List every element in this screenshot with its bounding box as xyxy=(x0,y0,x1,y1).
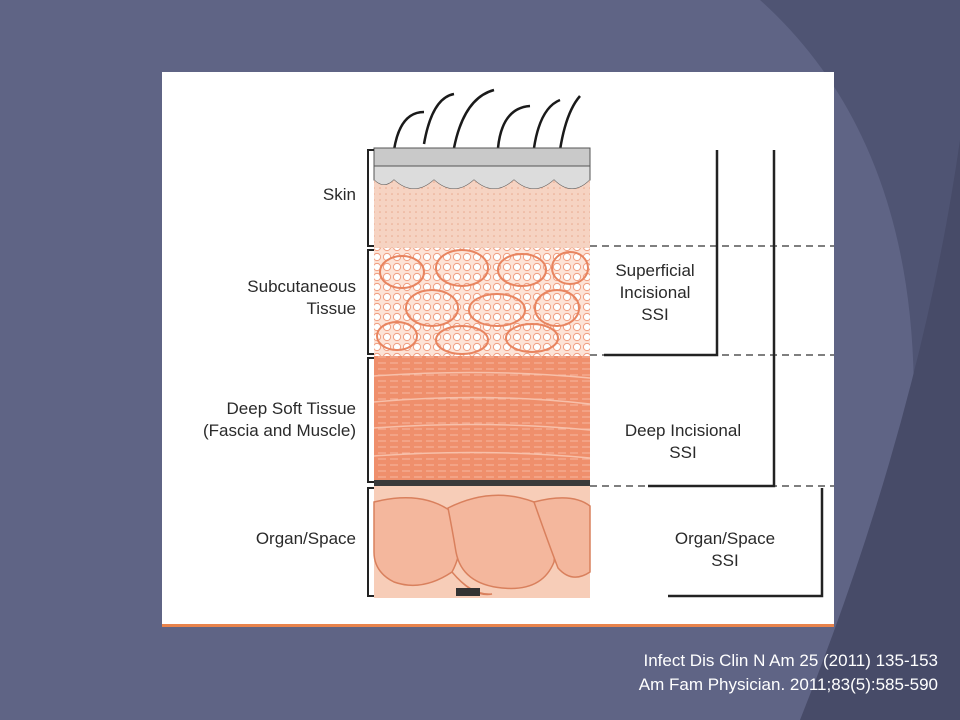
layer-label-skin: Skin xyxy=(322,185,356,204)
ssi-label-deep: Deep Incisional SSI xyxy=(624,421,742,462)
ssi-label-superficial: Superficial Incisional SSI xyxy=(615,261,695,324)
dermis-layer xyxy=(374,180,590,248)
citation-2: Am Fam Physician. 2011;83(5):585-590 xyxy=(638,675,938,694)
organ-gap-shadow xyxy=(456,588,480,596)
ssi-label-organ-space: Organ/Space SSI xyxy=(674,529,776,570)
layer-label-deep-soft-tissue: Deep Soft Tissue (Fascia and Muscle) xyxy=(202,399,356,440)
muscle-fibers xyxy=(373,371,591,459)
layer-label-subcutaneous: Subcutaneous Tissue xyxy=(247,277,356,318)
fascia-line xyxy=(374,480,590,486)
ssi-scope-brackets xyxy=(604,150,824,598)
hair-strands xyxy=(392,88,581,151)
tissue-illustration xyxy=(367,88,834,598)
fat-lobules xyxy=(376,249,589,355)
organ-loops xyxy=(373,494,591,596)
epidermis-layer xyxy=(373,147,591,167)
citation-1: Infect Dis Clin N Am 25 (2011) 135-153 xyxy=(643,651,939,670)
layer-brackets xyxy=(367,149,374,597)
background-swoosh-dark xyxy=(800,140,960,720)
ssi-diagram: Skin Subcutaneous Tissue Deep Soft Tissu… xyxy=(162,72,834,627)
layer-label-organ-space: Organ/Space xyxy=(255,529,356,548)
muscle-layer xyxy=(374,356,590,484)
subcutaneous-layer xyxy=(374,248,590,356)
